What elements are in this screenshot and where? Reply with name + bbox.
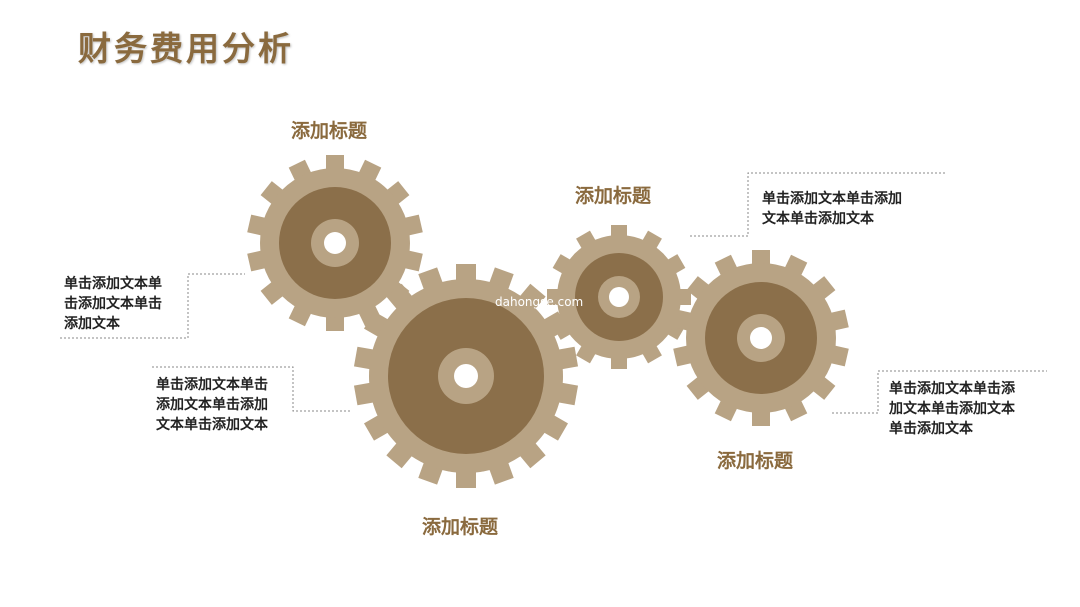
gear-1-title: 添加标题 [291,120,368,142]
note-1-line: 添加文本 [64,316,120,332]
gear-4 [673,250,849,426]
note-3: 单击添加文本单击添加 文本单击添加文本 [762,189,902,229]
note-2: 单击添加文本单击 添加文本单击添加 文本单击添加文本 [156,375,268,435]
note-3-line: 文本单击添加文本 [762,211,874,227]
note-1-line: 击添加文本单击 [64,296,162,312]
note-2-line: 添加文本单击添加 [156,397,268,413]
connector-line-4 [832,370,1047,414]
note-4-line: 单击添加文本单击添 [889,381,1015,397]
gear-2 [353,264,579,488]
gear-3 [547,225,691,369]
gear-4-title: 添加标题 [717,450,794,472]
note-3-line: 单击添加文本单击添加 [762,191,902,207]
note-4-line: 加文本单击添加文本 [889,401,1015,417]
note-1: 单击添加文本单 击添加文本单击 添加文本 [64,274,162,334]
note-4-line: 单击添加文本 [889,421,973,437]
page-title: 财务费用分析 [78,29,294,68]
connector-line-3 [690,172,945,237]
note-2-line: 单击添加文本单击 [156,377,268,393]
gear-2-title: 添加标题 [422,516,499,538]
note-1-line: 单击添加文本单 [64,276,162,292]
note-4: 单击添加文本单击添 加文本单击添加文本 单击添加文本 [889,379,1015,439]
connector-line-1 [60,273,245,339]
watermark: dahongse.com [495,295,584,309]
gear-3-title: 添加标题 [575,185,652,207]
note-2-line: 文本单击添加文本 [156,417,268,433]
